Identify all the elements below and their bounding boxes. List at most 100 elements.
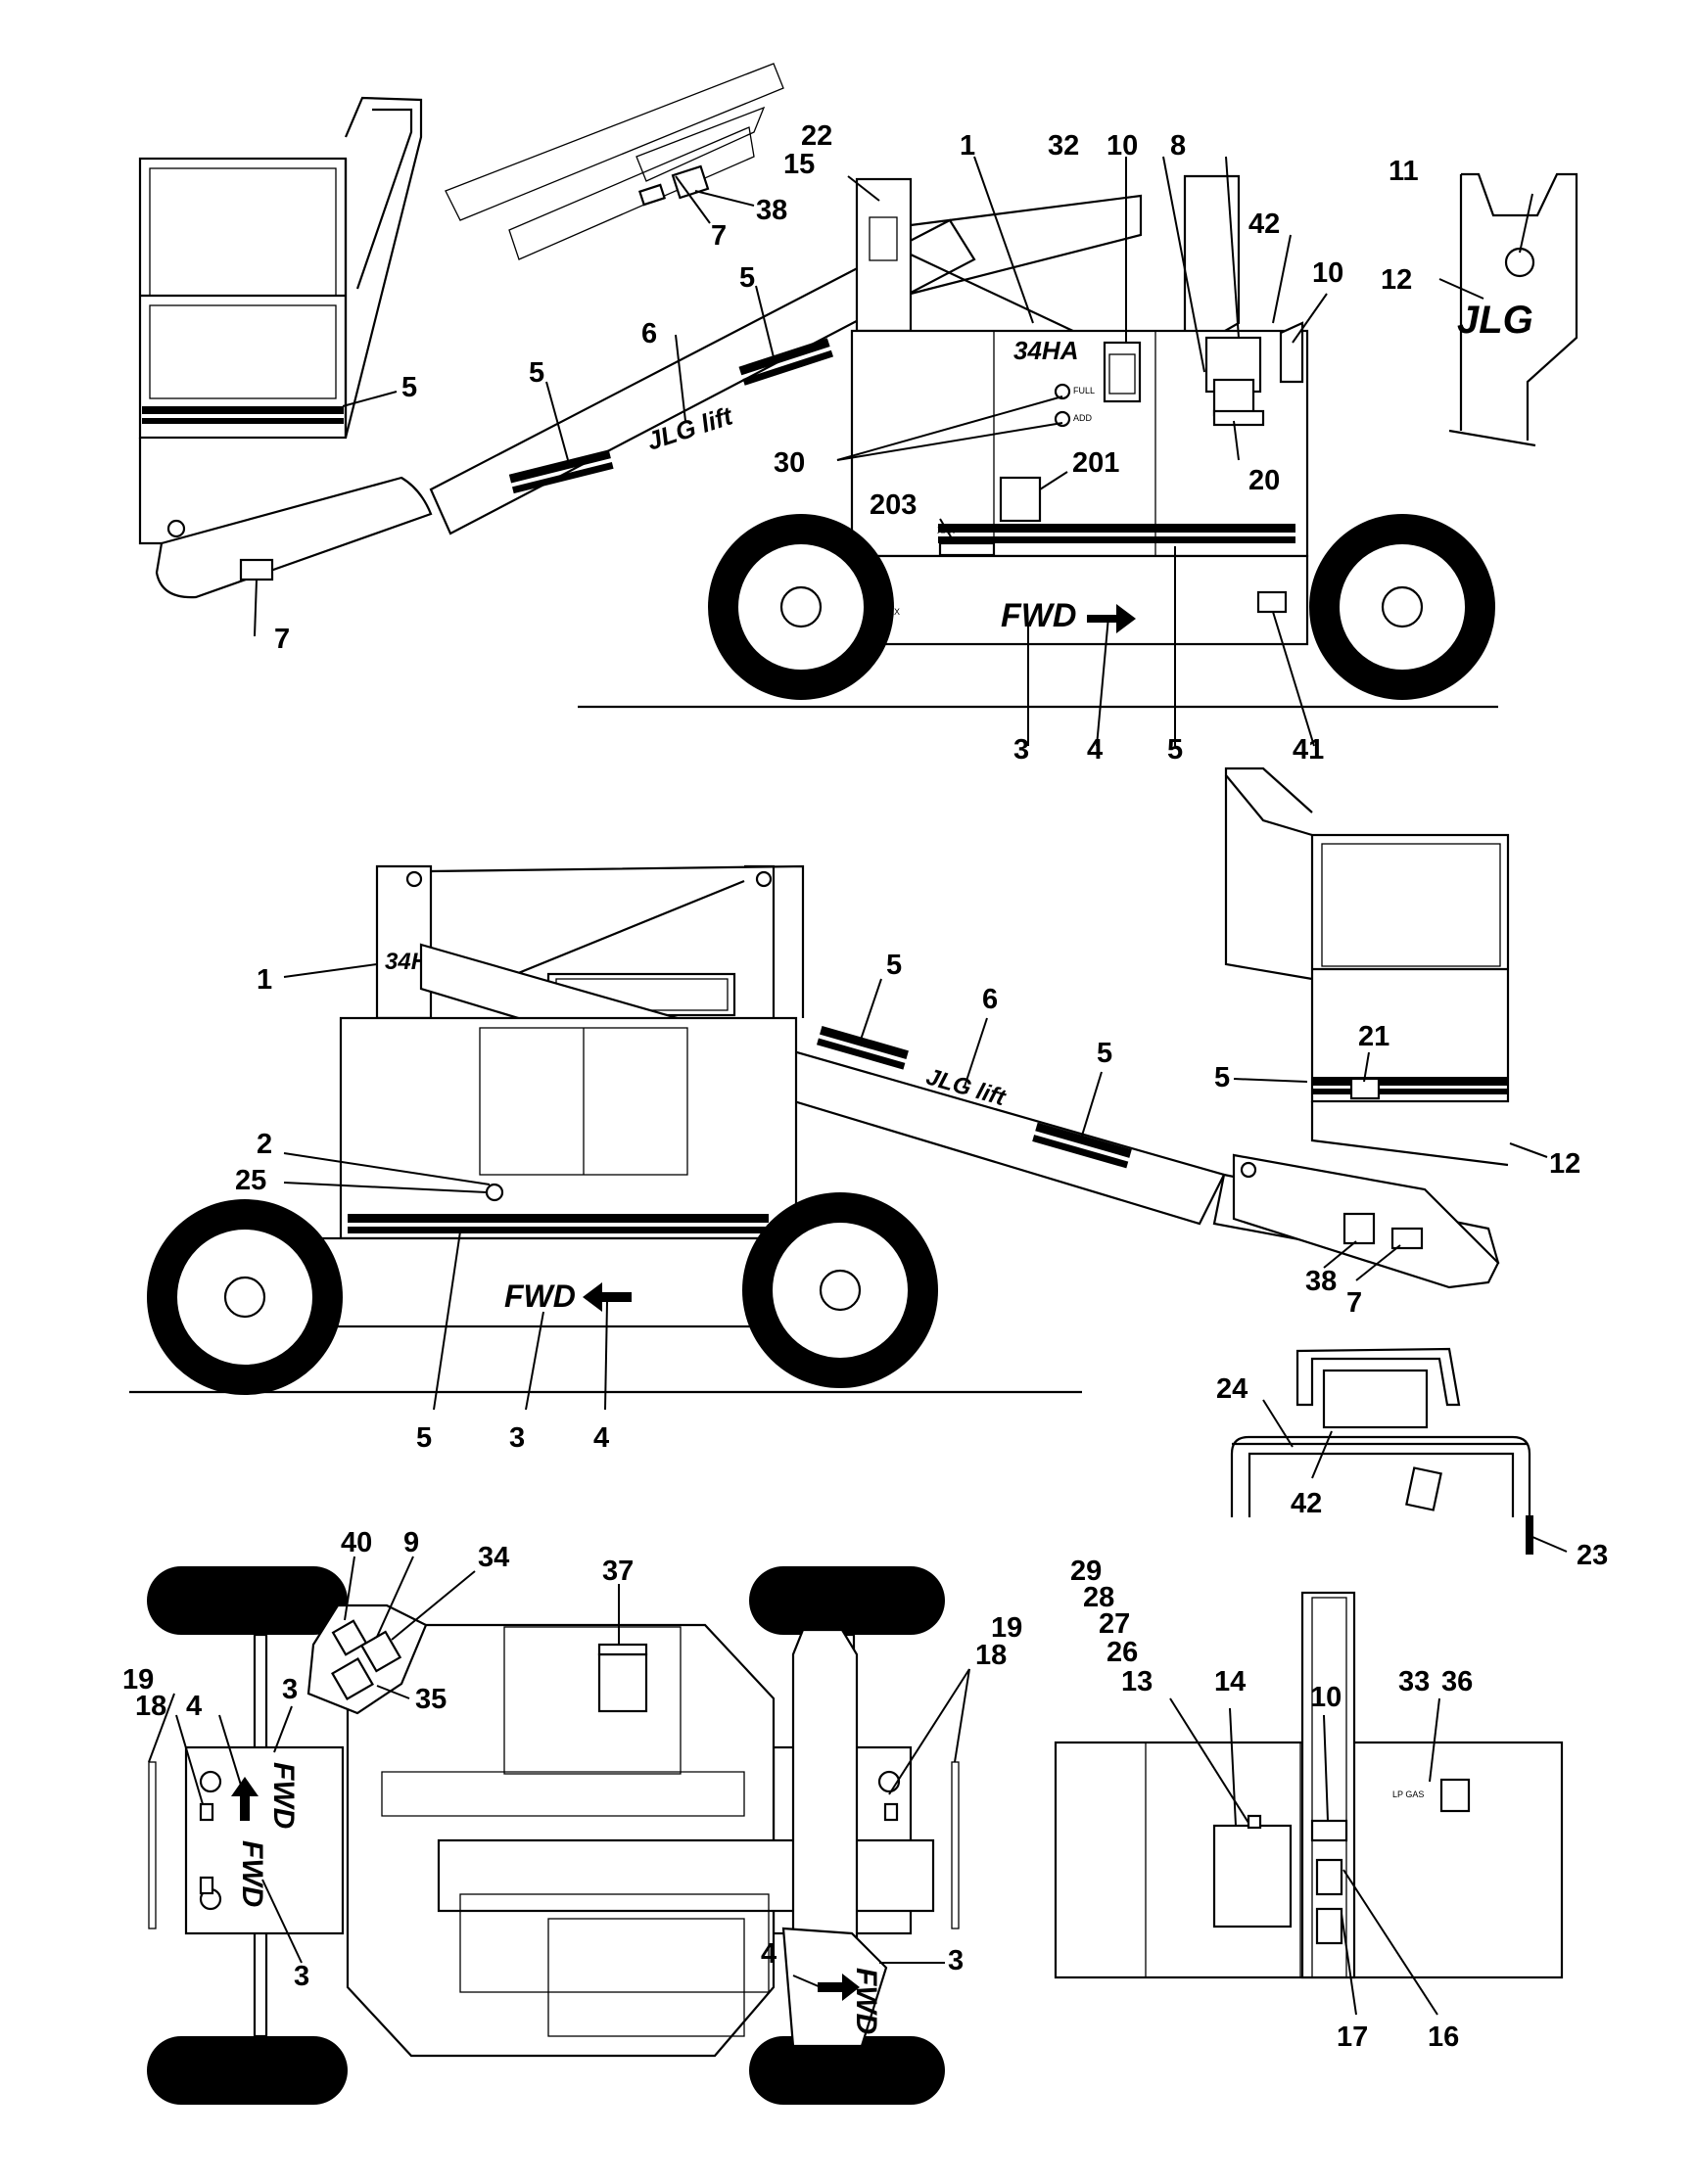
callout-19: 19	[991, 1612, 1022, 1644]
arrow-left-icon	[583, 1282, 632, 1312]
callout-15: 15	[783, 149, 815, 180]
model-decal: 34HA	[1013, 336, 1078, 365]
callout-20: 20	[1248, 465, 1280, 496]
platform-console-inset	[1230, 1347, 1533, 1555]
decal-7-plate	[1390, 1227, 1424, 1250]
stripe-decal	[1035, 1122, 1132, 1158]
stripe-decal	[820, 1025, 909, 1059]
callout-5: 5	[886, 950, 902, 981]
decal-201-plate	[999, 476, 1042, 523]
decal-32-plate	[1103, 341, 1142, 403]
callout-42: 42	[1248, 209, 1280, 240]
decal-203-plate	[938, 541, 996, 557]
decal-38-plate	[1342, 1212, 1376, 1245]
decal-10-plate	[1310, 1819, 1348, 1842]
callout-17: 17	[1337, 2021, 1368, 2053]
stripe-decal	[508, 449, 611, 484]
callout-labels-3: 24 42 23	[1216, 1373, 1608, 1571]
callout-32: 32	[1048, 130, 1079, 162]
callout-33: 33	[1398, 1666, 1430, 1697]
callout-21: 21	[1358, 1021, 1389, 1052]
callout-leaders-4	[148, 1556, 970, 1988]
ground-control-inset: LP GAS	[1054, 1591, 1564, 1979]
callout-27: 27	[1099, 1608, 1130, 1640]
callout-40: 40	[341, 1527, 372, 1558]
callout-4: 4	[1087, 734, 1103, 766]
callout-5: 5	[1214, 1062, 1230, 1093]
callout-18: 18	[975, 1640, 1007, 1671]
callout-7: 7	[711, 220, 727, 252]
platform-cage	[1224, 767, 1510, 1167]
callout-labels-4: 40 9 34 35 37 19 18 4 3 3 19 18 4 3	[122, 1527, 1022, 1992]
callout-24: 24	[1216, 1373, 1248, 1405]
callout-2: 2	[257, 1129, 272, 1160]
callout-34: 34	[478, 1542, 509, 1573]
callout-35: 35	[415, 1684, 447, 1715]
callout-38: 38	[1305, 1266, 1337, 1297]
fwd-decal: FWD	[1001, 597, 1076, 634]
callout-1: 1	[960, 130, 975, 162]
decal-17-plate	[1315, 1907, 1343, 1945]
callout-labels-1: 1 32 10 8 42 10 20 22 15 38 7 5 6 5 5 30…	[274, 120, 1419, 766]
platform-cage	[138, 96, 423, 545]
callout-12: 12	[1381, 264, 1412, 296]
callout-14: 14	[1214, 1666, 1246, 1697]
callout-leaders-3	[1262, 1399, 1568, 1553]
arrow-right-icon	[1087, 604, 1136, 633]
callout-4: 4	[593, 1422, 609, 1454]
callout-labels-5: 29 28 27 26 13 14 10 33 36 17 16	[1070, 1556, 1473, 2053]
stripe-decal	[738, 338, 830, 376]
callout-6: 6	[982, 984, 998, 1015]
fwd-decal: FWD	[504, 1278, 576, 1314]
callout-26: 26	[1106, 1637, 1138, 1668]
turntable: 34HA FULL ADD XXX	[850, 174, 1309, 558]
decal-41-plate	[1256, 590, 1288, 614]
svg-text:FULL: FULL	[1073, 386, 1095, 395]
callout-30: 30	[774, 447, 805, 479]
callout-42: 42	[1291, 1488, 1322, 1519]
callout-201: 201	[1072, 447, 1119, 479]
callout-5: 5	[1167, 734, 1183, 766]
callout-3: 3	[294, 1961, 309, 1992]
callout-28: 28	[1083, 1582, 1114, 1613]
callout-16: 16	[1428, 2021, 1459, 2053]
rear-view-inset: JLG	[1448, 172, 1578, 447]
callout-18: 18	[135, 1691, 166, 1722]
callout-3: 3	[948, 1945, 964, 1976]
callout-leaders-1	[254, 156, 1533, 747]
left-side-view: 34HA JLG lift FWD	[129, 767, 1510, 1395]
decal-14-plate	[1212, 1824, 1293, 1928]
callout-36: 36	[1441, 1666, 1473, 1697]
decal-16-plate	[1315, 1858, 1343, 1896]
right-side-view: JLG lift 34HA FULL ADD XXX XXX	[138, 63, 1578, 709]
callout-203: 203	[870, 489, 917, 521]
brand-decal: JLG	[1457, 299, 1533, 342]
callout-38: 38	[756, 195, 787, 226]
fwd-decal: FWD	[267, 1762, 300, 1829]
fuel-decal: LP GAS	[1392, 1789, 1424, 1799]
svg-text:ADD: ADD	[1073, 413, 1093, 423]
callout-labels-2: 1 2 25 5 6 5 5 21 12 38 7 5 3 4	[235, 950, 1580, 1454]
callout-23: 23	[1577, 1540, 1608, 1571]
callout-9: 9	[403, 1527, 419, 1558]
rear-wheel	[708, 514, 894, 700]
callout-22: 22	[801, 120, 832, 152]
callout-3: 3	[509, 1422, 525, 1454]
callout-8: 8	[1170, 130, 1186, 162]
arrow-right-icon	[818, 1974, 860, 2001]
callout-5: 5	[416, 1422, 432, 1454]
callout-leaders-5	[1169, 1697, 1440, 2016]
callout-41: 41	[1293, 734, 1324, 766]
callout-leaders-2	[283, 963, 1548, 1411]
callout-4: 4	[186, 1691, 202, 1722]
callout-10: 10	[1106, 130, 1138, 162]
fwd-decal: FWD	[850, 1968, 882, 2034]
callout-5: 5	[529, 357, 544, 389]
callout-25: 25	[235, 1165, 266, 1196]
top-view: FWD FWD FWD	[147, 1566, 960, 2105]
callout-3: 3	[1013, 734, 1029, 766]
callout-4: 4	[761, 1938, 777, 1970]
callout-6: 6	[641, 318, 657, 349]
callout-10: 10	[1312, 257, 1343, 289]
